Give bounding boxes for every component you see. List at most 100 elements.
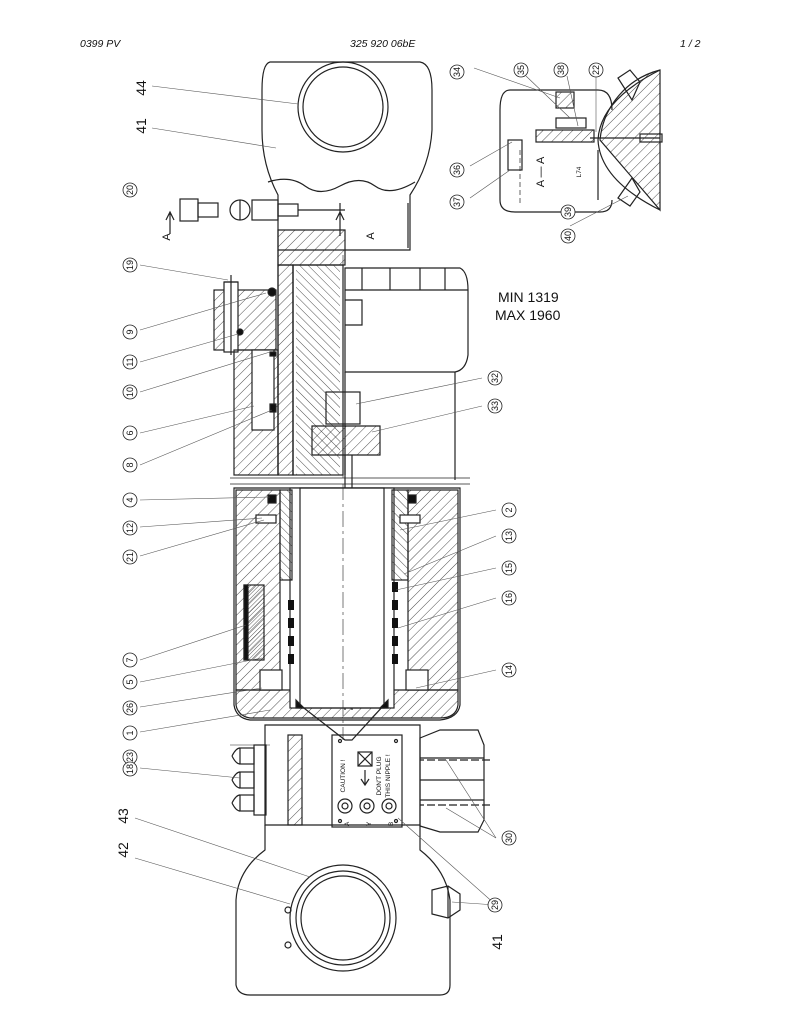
bottom-eye-bore bbox=[289, 864, 397, 972]
callout-15: 15 bbox=[501, 560, 517, 576]
break-line-top bbox=[267, 178, 416, 193]
header-part-number: 325 920 06bE bbox=[350, 38, 416, 50]
detail-label: L74 bbox=[576, 166, 583, 177]
svg-text:5: 5 bbox=[125, 679, 135, 684]
callout-12: 12 bbox=[122, 520, 138, 536]
callout-20: 20 bbox=[122, 182, 138, 198]
callout-2: 2 bbox=[501, 502, 517, 518]
label-42: 42 bbox=[115, 842, 131, 858]
svg-text:8: 8 bbox=[125, 462, 135, 467]
section-mark-a-right: A bbox=[365, 232, 377, 240]
callout-30: 30 bbox=[501, 830, 517, 846]
svg-text:21: 21 bbox=[125, 552, 135, 562]
svg-text:22: 22 bbox=[591, 65, 601, 75]
callout-33: 33 bbox=[487, 398, 503, 414]
callout-18: 18 bbox=[122, 761, 138, 777]
header-page-number: 1 / 2 bbox=[680, 38, 701, 50]
svg-text:2: 2 bbox=[504, 507, 514, 512]
dimension-min: MIN 1319 bbox=[498, 289, 559, 305]
callout-4: 4 bbox=[122, 492, 138, 508]
callout-29: 29 bbox=[487, 897, 503, 913]
svg-text:20: 20 bbox=[125, 185, 135, 195]
top-eye-bore bbox=[297, 61, 389, 153]
callout-14: 14 bbox=[501, 662, 517, 678]
callout-10: 10 bbox=[122, 384, 138, 400]
label-41-top: 41 bbox=[133, 118, 149, 134]
svg-text:11: 11 bbox=[125, 357, 135, 366]
plate-warning-2: THIS NIPPLE ! bbox=[385, 754, 392, 798]
callout-35: 35 bbox=[513, 62, 529, 78]
hex-nut bbox=[419, 729, 485, 833]
svg-text:16: 16 bbox=[504, 593, 514, 603]
callout-38: 38 bbox=[553, 62, 569, 78]
svg-text:32: 32 bbox=[490, 373, 500, 383]
label-41-bottom: 41 bbox=[489, 934, 505, 950]
svg-text:39: 39 bbox=[563, 207, 573, 217]
svg-text:14: 14 bbox=[504, 665, 514, 675]
callout-7: 7 bbox=[122, 652, 138, 668]
svg-text:23: 23 bbox=[125, 752, 135, 762]
label-44: 44 bbox=[133, 80, 149, 96]
svg-text:4: 4 bbox=[125, 497, 135, 502]
callout-21: 21 bbox=[122, 549, 138, 565]
svg-text:36: 36 bbox=[452, 165, 462, 175]
caution-plate bbox=[331, 734, 403, 828]
top-eye-housing bbox=[261, 61, 433, 251]
callout-32: 32 bbox=[487, 370, 503, 386]
callout-9: 9 bbox=[122, 324, 138, 340]
svg-text:29: 29 bbox=[490, 900, 500, 910]
svg-text:6: 6 bbox=[125, 430, 135, 435]
callout-11: 11 bbox=[122, 354, 138, 370]
callout-6: 6 bbox=[122, 425, 138, 441]
svg-text:15: 15 bbox=[504, 563, 514, 573]
rod-guide-block bbox=[344, 267, 469, 373]
header-doc-code: 0399 PV bbox=[80, 38, 121, 50]
callout-36: 36 bbox=[449, 162, 465, 178]
svg-text:35: 35 bbox=[516, 65, 526, 75]
section-hose-loop bbox=[499, 89, 613, 213]
section-mark-a-left: A bbox=[161, 233, 173, 241]
svg-text:38: 38 bbox=[556, 65, 566, 75]
plate-port-y: Y bbox=[366, 821, 373, 826]
svg-text:10: 10 bbox=[125, 387, 135, 397]
plate-warning-1: DON'T PLUG bbox=[376, 756, 383, 795]
svg-text:1: 1 bbox=[125, 730, 135, 735]
callout-8: 8 bbox=[122, 457, 138, 473]
port-y-nipple bbox=[359, 798, 375, 814]
callout-5: 5 bbox=[122, 674, 138, 690]
svg-text:40: 40 bbox=[563, 231, 573, 241]
port-a-nipple bbox=[337, 798, 353, 814]
callout-13: 13 bbox=[501, 528, 517, 544]
section-title-a-a: A — A bbox=[535, 156, 547, 187]
dimension-max: MAX 1960 bbox=[495, 307, 561, 323]
tube-housing-upper bbox=[277, 229, 346, 266]
callout-39: 39 bbox=[560, 204, 576, 220]
svg-text:19: 19 bbox=[125, 260, 135, 270]
svg-text:37: 37 bbox=[452, 197, 462, 207]
cylinder-barrel bbox=[233, 487, 461, 721]
swivel-fitting bbox=[179, 198, 345, 222]
svg-text:18: 18 bbox=[125, 764, 135, 774]
callout-19: 19 bbox=[122, 257, 138, 273]
plate-port-b: B bbox=[388, 822, 395, 826]
callout-40: 40 bbox=[560, 228, 576, 244]
plate-port-a: A bbox=[344, 821, 351, 826]
callout-1: 1 bbox=[122, 725, 138, 741]
callout-16: 16 bbox=[501, 590, 517, 606]
svg-text:9: 9 bbox=[125, 329, 135, 334]
port-b-nipple bbox=[381, 798, 397, 814]
svg-text:12: 12 bbox=[125, 523, 135, 533]
svg-text:13: 13 bbox=[504, 531, 514, 541]
section-detail-hatch bbox=[599, 69, 661, 212]
bottom-eye-housing bbox=[235, 825, 451, 996]
callout-26: 26 bbox=[122, 700, 138, 716]
callout-22: 22 bbox=[588, 62, 604, 78]
svg-text:7: 7 bbox=[125, 657, 135, 662]
svg-text:34: 34 bbox=[452, 67, 462, 77]
leader-lines bbox=[134, 67, 629, 906]
label-43: 43 bbox=[115, 808, 131, 824]
plate-caution: CAUTION ! bbox=[340, 759, 347, 792]
